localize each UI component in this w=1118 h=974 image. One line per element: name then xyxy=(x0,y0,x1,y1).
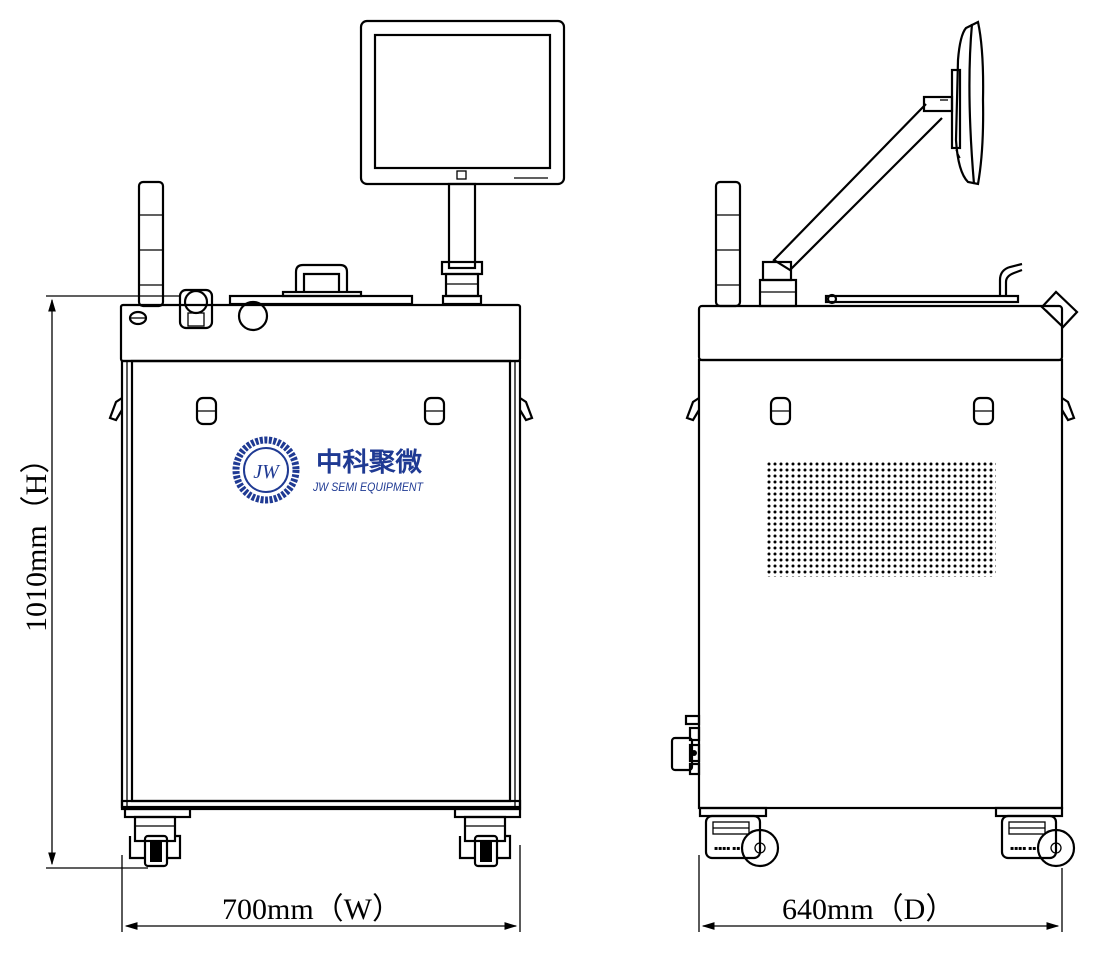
side-caster-right: ▪▪▪▪ ▪▪ xyxy=(994,806,1076,868)
depth-label: 640mm（D） xyxy=(782,893,955,926)
front-signal-tower xyxy=(137,180,165,308)
height-dimension: 1010mm（H） xyxy=(20,295,180,869)
logo-monogram: JW xyxy=(253,461,281,483)
side-view: ▪▪▪▪ ▪▪ ▪▪▪▪ ▪▪ xyxy=(670,20,1079,868)
side-lid xyxy=(824,262,1023,305)
side-emergency-stop xyxy=(1040,290,1079,329)
side-monitor xyxy=(758,20,985,308)
front-caster-left xyxy=(123,807,192,868)
svg-text:▪▪▪▪ ▪▪: ▪▪▪▪ ▪▪ xyxy=(714,845,740,852)
logo-company-cn: 中科聚微 xyxy=(316,447,422,478)
side-cabinet xyxy=(685,358,1076,810)
ventilation-grille xyxy=(766,461,996,577)
company-logo: JW 中科聚微 JW SEMI EQUIPMENT xyxy=(232,436,424,504)
side-signal-tower xyxy=(714,180,742,308)
svg-text:▪▪▪▪ ▪▪: ▪▪▪▪ ▪▪ xyxy=(1010,845,1036,852)
width-label: 700mm（W） xyxy=(222,893,402,926)
side-top-panel xyxy=(697,304,1064,362)
side-caster-left: ▪▪▪▪ ▪▪ xyxy=(698,806,780,868)
depth-dimension: 640mm（D） xyxy=(698,855,1063,932)
front-view: JW 中科聚微 JW SEMI EQUIPMENT xyxy=(108,19,566,868)
logo-company-en: JW SEMI EQUIPMENT xyxy=(312,482,424,494)
width-dimension: 700mm（W） xyxy=(121,845,521,932)
front-caster-right xyxy=(453,807,522,868)
logo-seal xyxy=(232,436,300,504)
side-rear-connector xyxy=(670,714,701,776)
front-monitor xyxy=(359,19,566,306)
front-cabinet xyxy=(108,359,534,811)
front-lid xyxy=(228,263,414,306)
front-emergency-stop xyxy=(178,288,214,330)
height-label: 1010mm（H） xyxy=(20,444,53,632)
